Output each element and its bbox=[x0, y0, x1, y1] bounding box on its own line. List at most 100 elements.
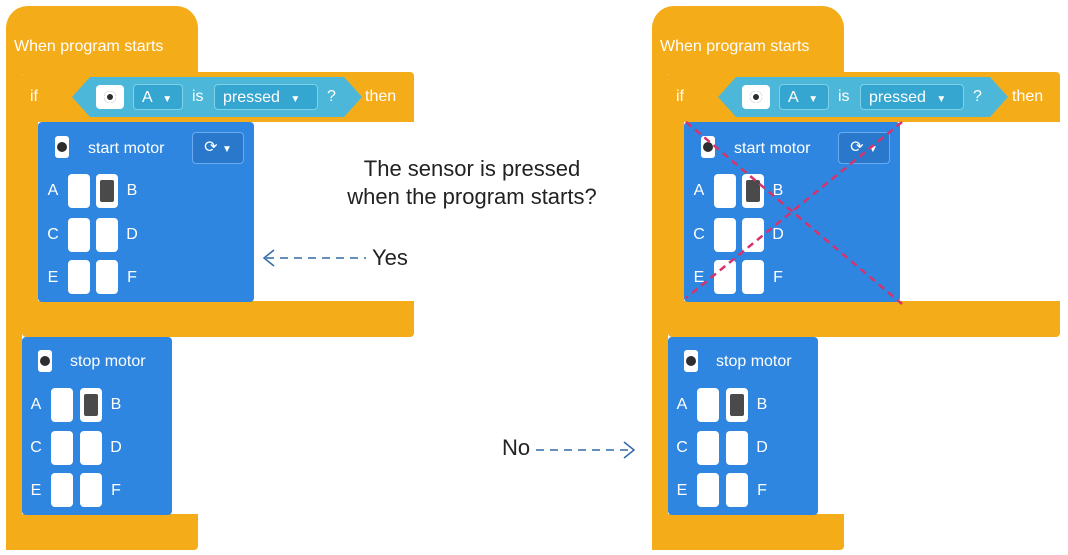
sensor-port-dropdown[interactable]: A ▼ bbox=[133, 84, 183, 110]
port-label: B bbox=[110, 396, 122, 413]
direction-dropdown[interactable]: ⟳ ▼ bbox=[192, 132, 244, 164]
port-b-slot[interactable] bbox=[726, 388, 748, 422]
if-label: if bbox=[676, 88, 684, 105]
question-mark: ? bbox=[327, 88, 336, 105]
port-e-slot[interactable] bbox=[697, 473, 719, 507]
sensor-state-value: pressed bbox=[223, 89, 280, 106]
port-a-slot[interactable] bbox=[697, 388, 719, 422]
port-a-slot[interactable] bbox=[68, 174, 90, 208]
port-e-slot[interactable] bbox=[68, 260, 90, 294]
port-e-slot[interactable] bbox=[714, 260, 736, 294]
if-block-arm bbox=[22, 120, 38, 305]
port-f-slot[interactable] bbox=[726, 473, 748, 507]
chevron-down-icon: ▼ bbox=[162, 94, 173, 105]
when-program-starts-block[interactable] bbox=[652, 6, 844, 74]
port-label: B bbox=[756, 396, 768, 413]
motor-icon bbox=[684, 350, 698, 372]
port-label: E bbox=[676, 482, 688, 499]
then-label: then bbox=[1012, 88, 1044, 105]
sensor-port-value: A bbox=[788, 89, 798, 106]
port-b-slot[interactable] bbox=[96, 174, 118, 208]
sensor-port-value: A bbox=[142, 89, 152, 106]
chevron-down-icon: ▼ bbox=[290, 94, 301, 105]
port-label: A bbox=[676, 396, 688, 413]
chevron-down-icon: ▼ bbox=[867, 144, 878, 155]
port-label: E bbox=[30, 482, 42, 499]
motor-icon bbox=[701, 136, 715, 158]
port-label: C bbox=[676, 439, 688, 456]
program-spine-bottom bbox=[652, 514, 844, 550]
is-label: is bbox=[838, 88, 850, 105]
port-c-slot[interactable] bbox=[714, 218, 736, 252]
sensor-state-value: pressed bbox=[869, 89, 926, 106]
yes-arrow bbox=[262, 249, 366, 267]
port-b-slot[interactable] bbox=[80, 388, 102, 422]
motor-icon bbox=[38, 350, 52, 372]
port-label: E bbox=[47, 269, 59, 286]
port-f-slot[interactable] bbox=[80, 473, 102, 507]
port-d-slot[interactable] bbox=[96, 218, 118, 252]
port-label: A bbox=[30, 396, 42, 413]
skipped-cross-mark bbox=[685, 121, 903, 305]
if-label: if bbox=[30, 88, 38, 105]
start-motor-title: start motor bbox=[88, 140, 165, 157]
stop-motor-title: stop motor bbox=[70, 353, 146, 370]
hat-label: When program starts bbox=[14, 38, 164, 55]
port-a-slot[interactable] bbox=[51, 388, 73, 422]
port-label: C bbox=[47, 226, 59, 243]
port-label: F bbox=[757, 482, 767, 499]
no-label: No bbox=[502, 435, 531, 460]
yes-label: Yes bbox=[372, 245, 408, 270]
port-c-slot[interactable] bbox=[697, 431, 719, 465]
program-spine-bottom bbox=[6, 514, 198, 550]
port-f-slot[interactable] bbox=[742, 260, 764, 294]
question-line-1: The sensor is pressed bbox=[363, 156, 581, 181]
start-motor-title: start motor bbox=[734, 140, 811, 157]
sensor-state-dropdown[interactable]: pressed ▼ bbox=[860, 84, 964, 110]
question-mark: ? bbox=[973, 88, 982, 105]
program-spine bbox=[652, 72, 668, 550]
port-c-slot[interactable] bbox=[68, 218, 90, 252]
port-label: A bbox=[47, 182, 59, 199]
motor-icon bbox=[55, 136, 69, 158]
when-program-starts-block[interactable] bbox=[6, 6, 198, 74]
sensor-state-dropdown[interactable]: pressed ▼ bbox=[214, 84, 318, 110]
no-arrow bbox=[536, 441, 636, 459]
port-d-slot[interactable] bbox=[742, 218, 764, 252]
sensor-port-dropdown[interactable]: A ▼ bbox=[779, 84, 829, 110]
port-d-slot[interactable] bbox=[80, 431, 102, 465]
port-label: B bbox=[126, 182, 138, 199]
force-sensor-icon bbox=[742, 85, 770, 109]
port-label: F bbox=[127, 269, 137, 286]
left-program: When program starts if then A ▼ is press… bbox=[0, 0, 420, 555]
port-label: C bbox=[693, 226, 705, 243]
port-label: A bbox=[693, 182, 705, 199]
port-label: B bbox=[772, 182, 784, 199]
port-c-slot[interactable] bbox=[51, 431, 73, 465]
port-label: D bbox=[126, 226, 138, 243]
if-block-bottom bbox=[22, 301, 414, 337]
if-block-bottom bbox=[668, 301, 1060, 337]
port-label: C bbox=[30, 439, 42, 456]
port-a-slot[interactable] bbox=[714, 174, 736, 208]
rotate-clockwise-icon: ⟳ bbox=[204, 139, 218, 156]
chevron-down-icon: ▼ bbox=[221, 144, 232, 155]
chevron-down-icon: ▼ bbox=[936, 94, 947, 105]
port-e-slot[interactable] bbox=[51, 473, 73, 507]
port-d-slot[interactable] bbox=[726, 431, 748, 465]
is-label: is bbox=[192, 88, 204, 105]
if-block-arm bbox=[668, 120, 684, 305]
question-caption: The sensor is pressed when the program s… bbox=[312, 155, 632, 211]
hat-label: When program starts bbox=[660, 38, 810, 55]
question-line-2: when the program starts? bbox=[347, 184, 597, 209]
then-label: then bbox=[365, 88, 397, 105]
port-label: D bbox=[756, 439, 768, 456]
port-f-slot[interactable] bbox=[96, 260, 118, 294]
right-program: When program starts if then A ▼ is press… bbox=[646, 0, 1066, 555]
port-b-slot[interactable] bbox=[742, 174, 764, 208]
port-label: E bbox=[693, 269, 705, 286]
program-spine bbox=[6, 72, 22, 550]
port-label: D bbox=[110, 439, 122, 456]
rotate-clockwise-icon: ⟳ bbox=[850, 139, 864, 156]
force-sensor-icon bbox=[96, 85, 124, 109]
